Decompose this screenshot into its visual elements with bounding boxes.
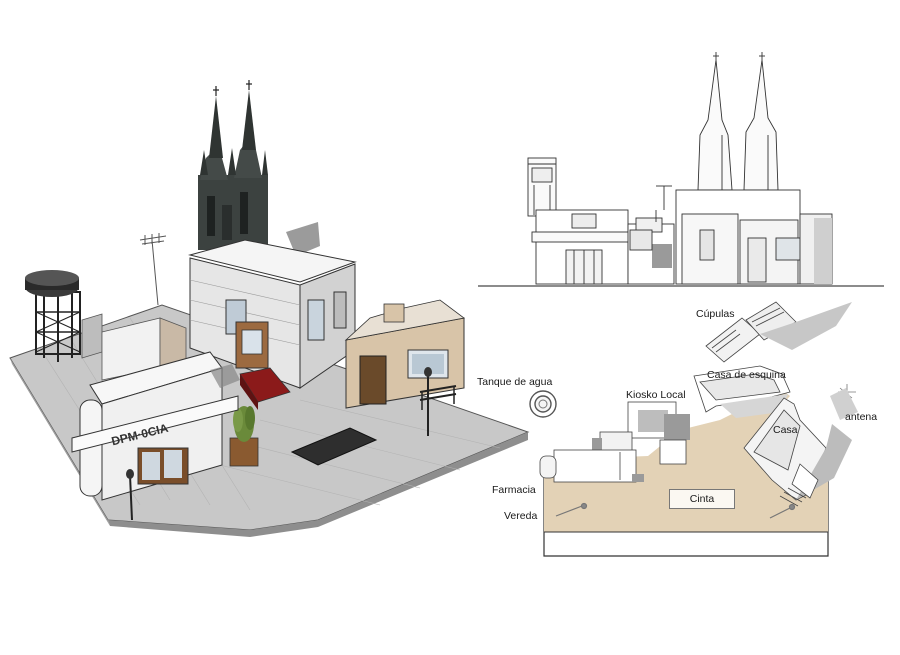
plan-antenna xyxy=(830,384,858,420)
plan-cupulas xyxy=(705,301,852,363)
label-casa: Casa xyxy=(773,424,798,436)
label-farmacia: Farmacia xyxy=(492,484,536,496)
plan-corner-house xyxy=(693,365,791,418)
plan-pharmacy xyxy=(539,449,644,483)
elevation-sketch xyxy=(478,52,884,287)
plan-lampposts xyxy=(555,502,796,519)
label-casa-de-esquina: Casa de esquina xyxy=(707,369,786,381)
plan-view xyxy=(529,301,858,557)
plan-water-tank xyxy=(529,390,557,418)
pharmacy-model: DPM·0CIA xyxy=(71,351,239,521)
antenna-model xyxy=(139,233,167,306)
label-kiosko-local: Kiosko Local xyxy=(626,389,686,401)
beige-house-model xyxy=(344,299,465,436)
gothic-towers xyxy=(198,80,268,250)
awning xyxy=(239,367,291,403)
label-antena: antena xyxy=(845,411,878,423)
perspective-model: DPM·0CIA xyxy=(9,80,530,537)
label-cupulas: Cúpulas xyxy=(696,308,735,320)
road-patch xyxy=(290,427,378,466)
planter xyxy=(229,406,259,467)
plan-casa xyxy=(743,397,852,507)
label-vereda: Vereda xyxy=(504,510,538,522)
label-cinta: Cinta xyxy=(669,489,735,509)
label-tanque-de-agua: Tanque de agua xyxy=(477,376,553,388)
water-tank xyxy=(25,270,103,362)
corner-house-model xyxy=(188,239,357,389)
